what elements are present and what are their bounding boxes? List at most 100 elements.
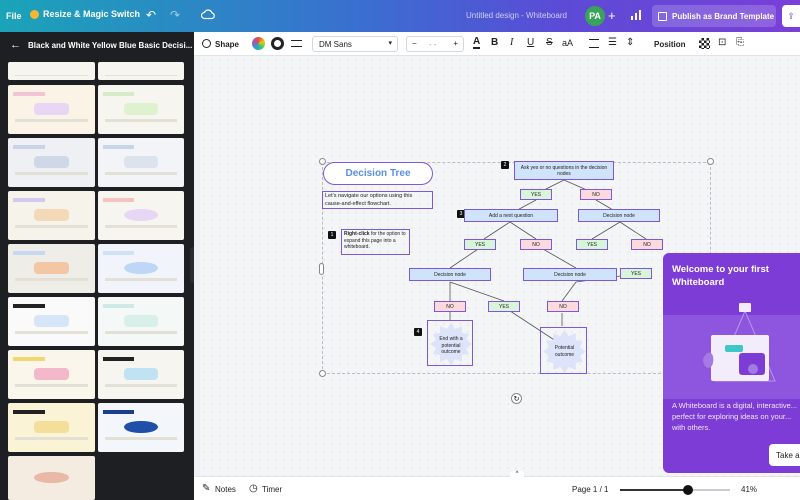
template-thumbnail[interactable] — [98, 297, 184, 346]
share-button[interactable]: ⇪ — [782, 5, 800, 27]
avatar[interactable]: PA — [585, 6, 605, 26]
resize-handle[interactable] — [319, 158, 326, 165]
font-size-value[interactable]: - - — [429, 40, 437, 49]
right-click-note[interactable]: Right-click for the option to expand thi… — [341, 229, 410, 255]
template-thumbnail[interactable] — [98, 138, 184, 187]
decision-node[interactable]: Decision node — [578, 209, 660, 222]
border-color-icon[interactable] — [271, 37, 284, 50]
resize-handle[interactable] — [319, 263, 324, 275]
resize-handle[interactable] — [319, 370, 326, 377]
template-thumbnail[interactable] — [8, 85, 95, 134]
notes-button[interactable]: Notes — [215, 485, 236, 494]
template-thumbnail[interactable] — [98, 85, 184, 134]
template-thumbnail[interactable] — [98, 350, 184, 399]
transparency-icon[interactable] — [699, 38, 710, 49]
step-badge: 3 — [457, 210, 465, 218]
template-thumbnail[interactable] — [8, 191, 95, 240]
intro-text[interactable]: Let's navigate our options using this ca… — [322, 191, 433, 209]
align-icon[interactable] — [589, 39, 599, 48]
resize-button[interactable]: Resize & Magic Switch — [30, 9, 140, 19]
bold-button[interactable]: B — [491, 37, 499, 48]
undo-icon[interactable]: ↶ — [146, 8, 157, 22]
redo-icon[interactable]: ↷ — [170, 8, 181, 22]
template-thumbnail[interactable] — [8, 350, 95, 399]
rotate-icon[interactable]: ↻ — [511, 393, 522, 404]
cloud-save-icon[interactable] — [200, 7, 215, 25]
outcome-node-text: End with a potential outcome — [439, 336, 463, 355]
template-thumbnail[interactable] — [98, 191, 184, 240]
fill-color-icon[interactable] — [252, 37, 265, 50]
yes-label[interactable]: YES — [488, 301, 520, 312]
template-title: Black and White Yellow Blue Basic Decisi… — [28, 41, 193, 50]
no-label[interactable]: NO — [631, 239, 663, 250]
zoom-level[interactable]: 41% — [741, 485, 758, 494]
welcome-body: A Whiteboard is a digital, interactive..… — [672, 401, 798, 432]
lock-icon[interactable]: ⊡ — [718, 37, 727, 48]
no-label[interactable]: NO — [434, 301, 466, 312]
template-thumbnail[interactable] — [8, 62, 95, 80]
border-style-icon[interactable] — [291, 40, 302, 47]
yes-label[interactable]: YES — [620, 268, 652, 279]
yes-label[interactable]: YES — [576, 239, 608, 250]
yes-label[interactable]: YES — [520, 189, 552, 200]
italic-button[interactable]: I — [510, 37, 514, 48]
publish-button[interactable]: Publish as Brand Template — [652, 5, 776, 27]
template-thumbnail[interactable] — [98, 244, 184, 293]
template-thumbnail[interactable] — [98, 62, 184, 80]
text-color-icon[interactable]: A — [473, 36, 481, 49]
starburst-shape — [430, 323, 472, 365]
diagram-title[interactable]: Decision Tree — [323, 162, 433, 185]
template-thumbnail[interactable] — [98, 403, 184, 452]
no-label[interactable]: NO — [547, 301, 579, 312]
timer-icon[interactable]: ◷ — [249, 483, 258, 494]
template-thumbnail[interactable] — [8, 138, 95, 187]
timer-button[interactable]: Timer — [262, 485, 283, 494]
list-icon[interactable]: ☰ — [608, 37, 617, 48]
letter-case-button[interactable]: aA — [562, 38, 574, 48]
notes-icon[interactable]: ✎ — [202, 483, 211, 494]
font-family-select[interactable]: DM Sans ▾ — [312, 36, 398, 52]
decision-node[interactable]: Decision node — [409, 268, 491, 281]
page-indicator[interactable]: Page 1 / 1 — [572, 485, 609, 494]
bottom-bar: ✎ Notes ◷ Timer ^ Page 1 / 1 41% — [194, 471, 800, 500]
font-size-stepper[interactable]: − - - + — [406, 36, 464, 52]
spacing-icon[interactable]: ⇕ — [626, 37, 635, 48]
no-label[interactable]: NO — [520, 239, 552, 250]
no-label[interactable]: NO — [580, 189, 612, 200]
shape-button[interactable]: Shape — [215, 40, 240, 49]
outcome-node[interactable]: End with a potential outcome — [427, 320, 473, 366]
upload-icon: ⇪ — [787, 10, 795, 21]
resize-label: Resize & Magic Switch — [43, 9, 141, 19]
file-menu[interactable]: File — [6, 11, 22, 21]
document-title[interactable]: Untitled design - Whiteboard — [466, 11, 567, 20]
welcome-title: Welcome to your first Whiteboard — [672, 264, 769, 288]
resize-handle[interactable] — [707, 158, 714, 165]
shape-icon[interactable] — [202, 39, 211, 48]
root-question-node[interactable]: Ask yes or no questions in the decision … — [514, 161, 614, 180]
strikethrough-button[interactable]: S — [546, 37, 553, 48]
underline-button[interactable]: U — [527, 37, 535, 48]
decision-node[interactable]: Decision node — [523, 268, 617, 281]
zoom-slider[interactable] — [620, 485, 730, 495]
template-thumbnail[interactable] — [8, 297, 95, 346]
collapse-panel-icon[interactable]: ^ — [510, 471, 524, 479]
back-arrow-icon[interactable]: ← — [10, 39, 21, 51]
add-collaborator-icon[interactable]: + — [608, 8, 616, 23]
font-family-value: DM Sans — [319, 40, 352, 49]
diagram-title-text: Decision Tree — [345, 168, 411, 179]
increase-size-icon[interactable]: + — [453, 39, 458, 48]
zoom-slider-thumb[interactable] — [683, 485, 694, 495]
decrease-size-icon[interactable]: − — [412, 39, 417, 48]
template-thumbnail[interactable] — [8, 403, 95, 452]
template-thumbnail[interactable] — [8, 456, 95, 500]
position-button[interactable]: Position — [654, 40, 686, 49]
take-tour-button[interactable]: Take a — [769, 444, 800, 466]
step-badge: 1 — [328, 231, 336, 239]
next-question-node[interactable]: Add a next question — [464, 209, 558, 222]
yes-label[interactable]: YES — [464, 239, 496, 250]
sidebar-collapse-handle[interactable] — [190, 247, 194, 283]
outcome-node[interactable]: Potential outcome — [540, 327, 587, 374]
template-thumbnail[interactable] — [8, 244, 95, 293]
analytics-icon[interactable] — [630, 8, 642, 26]
paint-format-icon[interactable]: ⎘ — [736, 37, 744, 48]
